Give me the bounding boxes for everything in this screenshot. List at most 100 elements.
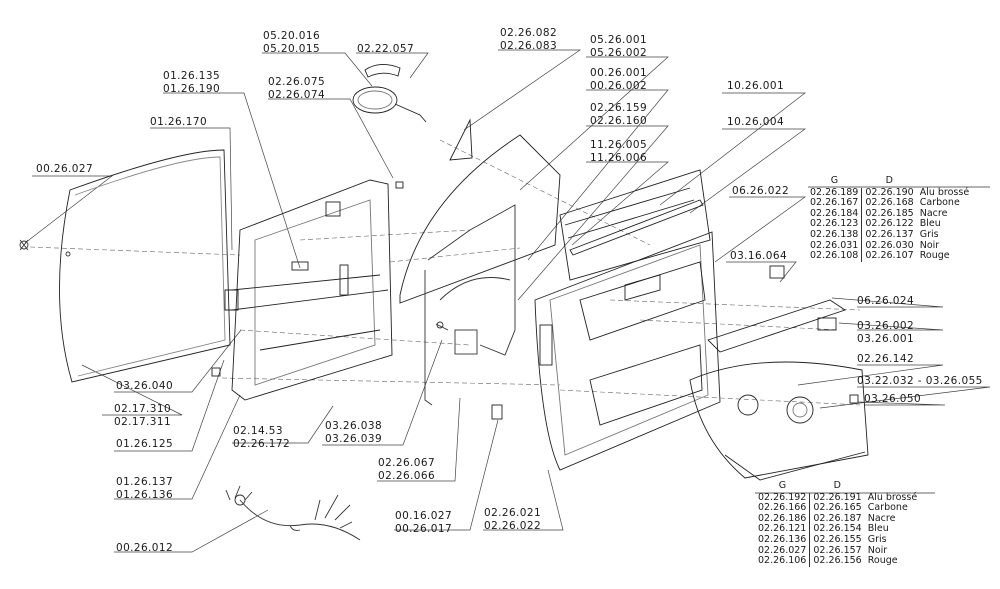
label-00-26-017: 00.26.017 bbox=[395, 523, 453, 535]
table-cell: 02.26.138 bbox=[807, 229, 863, 241]
label-02-26-067: 02.26.067 bbox=[378, 457, 436, 469]
table-cell: 02.26.137 bbox=[865, 228, 914, 240]
label-02-14-53: 02.14.53 bbox=[233, 425, 283, 437]
table-cell: 02.26.107 bbox=[865, 250, 914, 262]
label-01-26-137: 01.26.137 bbox=[116, 476, 174, 488]
fastener-part bbox=[19, 239, 29, 251]
table-cell: 02.26.165 bbox=[813, 502, 862, 514]
label-05-26-001: 05.26.001 bbox=[590, 34, 648, 46]
table-top-head-g: G bbox=[830, 175, 839, 186]
table-cell: Noir bbox=[867, 544, 888, 556]
table-cell: 02.26.156 bbox=[813, 555, 862, 567]
table-cell: 02.26.187 bbox=[813, 512, 862, 524]
table-cell: 02.26.123 bbox=[807, 219, 863, 230]
label-03-26-001: 03.26.001 bbox=[857, 333, 915, 345]
label-05-20-016: 05.20.016 bbox=[263, 30, 321, 42]
table-cell: 02.26.154 bbox=[813, 523, 862, 535]
label-01-26-125: 01.26.125 bbox=[116, 438, 174, 450]
label-02-26-022: 02.26.022 bbox=[484, 520, 542, 532]
label-03-26-038: 03.26.038 bbox=[325, 420, 383, 432]
table-cell: Alu brossé bbox=[919, 186, 970, 198]
table-cell: 02.26.186 bbox=[755, 513, 811, 525]
label-02-17-310: 02.17.310 bbox=[114, 403, 172, 415]
table-cell: 02.26.121 bbox=[755, 524, 811, 535]
label-03-26-039: 03.26.039 bbox=[325, 433, 383, 445]
alignment-lines bbox=[29, 139, 861, 406]
label-02-26-066: 02.26.066 bbox=[378, 470, 436, 482]
outer-panel bbox=[59, 149, 231, 383]
label-02-26-074: 02.26.074 bbox=[268, 89, 326, 101]
table-cell: 02.26.030 bbox=[865, 239, 914, 251]
table-cell: 02.26.185 bbox=[865, 207, 914, 219]
door-glass bbox=[399, 134, 561, 304]
table-cell: 02.26.136 bbox=[755, 534, 811, 546]
lower-trim-panel bbox=[689, 265, 869, 481]
label-03-26-040: 03.26.040 bbox=[116, 380, 174, 392]
table-cell: Bleu bbox=[867, 523, 889, 535]
table-cell: 02.26.031 bbox=[807, 240, 863, 252]
table-cell: 02.26.191 bbox=[813, 491, 862, 503]
table-top-head-d: D bbox=[885, 175, 893, 186]
table-cell: Carbone bbox=[867, 502, 908, 514]
table-cell: 02.26.167 bbox=[807, 198, 863, 209]
table-cell: 02.26.189 bbox=[807, 187, 863, 199]
table-cell: 02.26.184 bbox=[807, 208, 863, 220]
door-frame bbox=[211, 179, 404, 401]
table-cell: Bleu bbox=[919, 218, 941, 230]
label-03-22-032: 03.22.032 - 03.26.055 bbox=[857, 375, 983, 387]
table-bottom-head-g: G bbox=[778, 480, 787, 491]
table-cell: 02.26.157 bbox=[813, 544, 862, 556]
table-cell: 02.26.108 bbox=[807, 251, 863, 262]
label-02-26-082: 02.26.082 bbox=[500, 27, 558, 39]
inner-trim-panel bbox=[534, 169, 721, 471]
table-cell: 02.26.190 bbox=[865, 186, 914, 198]
label-01-26-135: 01.26.135 bbox=[163, 70, 221, 82]
wiring-harness bbox=[225, 485, 361, 541]
table-cell: Nacre bbox=[867, 512, 896, 524]
label-01-26-170: 01.26.170 bbox=[150, 116, 208, 128]
label-11-26-006: 11.26.006 bbox=[590, 152, 648, 164]
table-cell: Carbone bbox=[919, 197, 960, 209]
leader-lines bbox=[24, 49, 991, 553]
table-cell: 02.26.122 bbox=[865, 218, 914, 230]
switch-part bbox=[491, 404, 503, 420]
label-02-26-172: 02.26.172 bbox=[233, 438, 291, 450]
label-10-26-004: 10.26.004 bbox=[727, 116, 785, 128]
label-03-26-050: 03.26.050 bbox=[864, 393, 922, 405]
label-02-26-083: 02.26.083 bbox=[500, 40, 558, 52]
table-cell: 02.26.155 bbox=[813, 533, 862, 545]
label-05-20-015: 05.20.015 bbox=[263, 43, 321, 55]
table-cell: Noir bbox=[919, 239, 940, 251]
belt-strip bbox=[569, 199, 704, 256]
label-02-26-075: 02.26.075 bbox=[268, 76, 326, 88]
label-03-26-002: 03.26.002 bbox=[857, 320, 915, 332]
label-00-16-027: 00.16.027 bbox=[395, 510, 453, 522]
label-03-16-064: 03.16.064 bbox=[730, 250, 788, 262]
table-cell: 02.26.166 bbox=[755, 503, 811, 514]
label-00-26-001: 00.26.001 bbox=[590, 67, 648, 79]
label-00-26-012: 00.26.012 bbox=[116, 542, 174, 554]
label-01-26-190: 01.26.190 bbox=[163, 83, 221, 95]
label-00-26-027: 00.26.027 bbox=[36, 163, 94, 175]
label-02-22-057: 02.22.057 bbox=[357, 43, 415, 55]
table-cell: Gris bbox=[867, 533, 887, 545]
label-02-17-311: 02.17.311 bbox=[114, 416, 172, 428]
table-cell: Rouge bbox=[919, 250, 950, 262]
label-02-26-159: 02.26.159 bbox=[590, 102, 648, 114]
mirror-part bbox=[352, 64, 427, 123]
label-05-26-002: 05.26.002 bbox=[590, 47, 648, 59]
